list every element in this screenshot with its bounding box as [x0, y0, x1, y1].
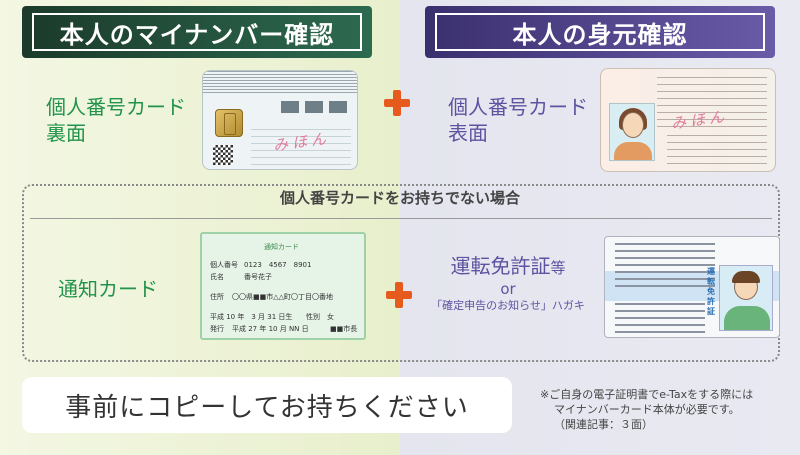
qr-code-icon	[213, 145, 233, 165]
copy-reminder-box: 事前にコピーしてお持ちください	[22, 377, 512, 433]
number-block	[305, 101, 323, 113]
notice-birth-value: 平成 10 年 3 月 31 日生	[210, 313, 293, 321]
card-front-lines-bottom	[667, 135, 767, 165]
tax-postcard-label: 「確定申告のお知らせ」ハガキ	[431, 299, 585, 312]
license-label-suffix: 等	[550, 259, 566, 277]
card-back-lines	[251, 129, 351, 165]
notice-issue-label: 発行	[210, 325, 224, 333]
notice-card-title: 通知カード	[264, 243, 299, 251]
card-front-label-line2: 表面	[448, 121, 488, 145]
plus-icon	[386, 282, 412, 308]
card-back-label-line2: 裏面	[46, 121, 86, 145]
notification-card-image: 通知カード 個人番号 0123 4567 8901 氏名 番号花子 住所 〇〇県…	[200, 232, 366, 340]
license-label-main: 運転免許証	[450, 254, 551, 278]
copy-reminder-message: 事前にコピーしてお持ちください	[65, 392, 469, 423]
person-body-icon	[724, 306, 770, 330]
or-text: or	[500, 280, 516, 298]
card-back-label: 個人番号カード 裏面	[46, 94, 186, 146]
mynumber-check-title: 本人のマイナンバー確認	[32, 13, 362, 51]
notice-card-label: 通知カード	[58, 277, 158, 301]
notice-number-value: 0123 4567 8901	[244, 261, 312, 269]
notice-number-label: 個人番号	[210, 261, 238, 269]
notice-address-value: 〇〇県■■市△△町〇丁目〇番地	[232, 293, 333, 301]
portrait-photo	[609, 103, 655, 161]
notice-name-value: 番号花子	[244, 273, 272, 281]
mynumber-card-front-image: みほん	[600, 68, 776, 172]
identity-check-title: 本人の身元確認	[435, 13, 765, 51]
number-block	[329, 101, 347, 113]
license-lines-bottom	[615, 303, 705, 333]
license-lines	[615, 243, 715, 289]
license-label: 運転免許証等	[418, 254, 598, 280]
card-front-label: 個人番号カード 表面	[448, 94, 588, 146]
no-card-section-title: 個人番号カードをお持ちでない場合	[279, 189, 520, 207]
license-label-group: 運転免許証等 or 「確定申告のお知らせ」ハガキ	[418, 254, 598, 314]
card-back-label-line1: 個人番号カード	[46, 95, 186, 119]
etax-note: ※ご自身の電子証明書でe-Taxをする際には マイナンバーカード本体が必要です。…	[540, 387, 753, 432]
card-front-label-line1: 個人番号カード	[448, 95, 588, 119]
license-photo	[719, 265, 773, 331]
etax-note-line3: （関連記事：３面）	[554, 418, 653, 431]
notice-address-label: 住所	[210, 293, 224, 301]
etax-note-line1: ※ご自身の電子証明書でe-Taxをする際には	[540, 388, 754, 401]
person-body-icon	[614, 142, 652, 160]
number-block	[281, 101, 299, 113]
mynumber-check-banner: 本人のマイナンバー確認	[22, 6, 372, 58]
ic-chip-icon	[215, 109, 243, 137]
person-hair-icon	[732, 271, 760, 283]
card-back-text-stripe	[203, 71, 357, 93]
etax-note-line2: マイナンバーカード本体が必要です。	[554, 403, 740, 416]
notice-issuer-value: ■■市長	[330, 325, 358, 333]
mynumber-card-back-image: みほん	[202, 70, 358, 170]
notice-name-label: 氏名	[210, 273, 224, 281]
section-divider	[30, 218, 772, 219]
plus-icon	[384, 90, 410, 116]
identity-check-banner: 本人の身元確認	[425, 6, 775, 58]
drivers-license-image: 運転免許証	[604, 236, 780, 338]
card-front-lines	[657, 77, 767, 127]
notice-issue-value: 平成 27 年 10 月 NN 日	[232, 325, 309, 333]
person-face-icon	[622, 112, 644, 138]
notice-sex-value: 性別 女	[306, 313, 334, 321]
license-vertical-text: 運転免許証	[707, 267, 715, 316]
